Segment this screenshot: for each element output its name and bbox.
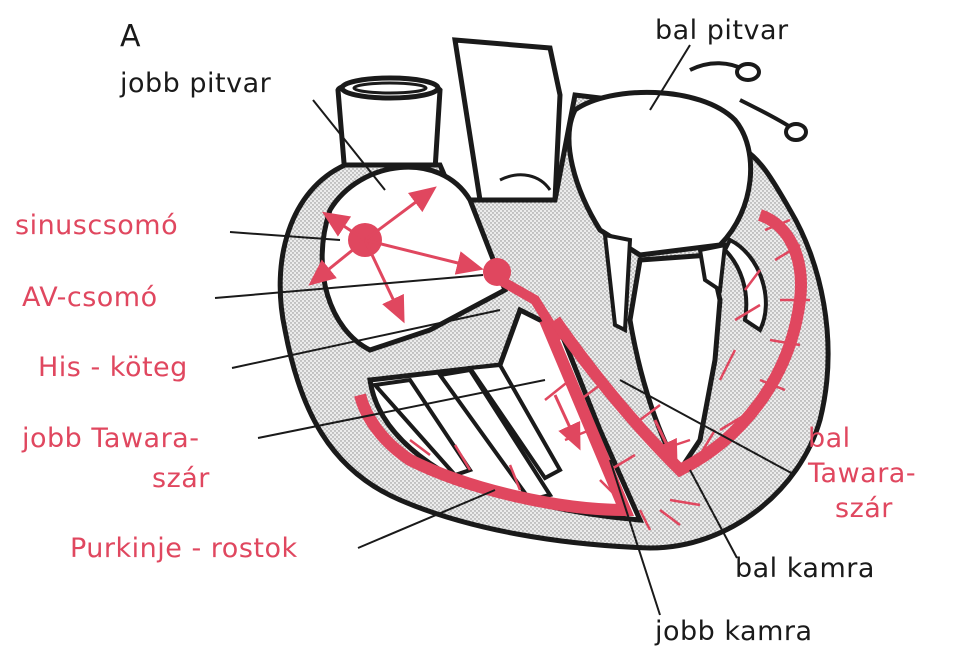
label-bal-kamra: bal kamra — [735, 555, 875, 582]
label-jobb-tawara-line1: jobb Tawara- — [22, 425, 199, 452]
label-jobb-kamra: jobb kamra — [655, 618, 813, 645]
label-sinuscsomo: sinuscsomó — [15, 212, 178, 239]
label-purkinje-rostok: Purkinje - rostok — [70, 535, 298, 562]
vena-cava — [338, 78, 440, 175]
label-bal-tawara-line1: bal — [808, 425, 851, 452]
label-bal-tawara-line3: szár — [835, 495, 893, 522]
panel-letter: A — [120, 22, 141, 52]
aorta — [455, 40, 560, 205]
label-his-koteg: His - köteg — [38, 354, 188, 381]
label-av-csomo: AV-csomó — [22, 284, 158, 311]
label-bal-tawara-line2: Tawara- — [808, 460, 916, 487]
label-bal-pitvar: bal pitvar — [655, 17, 789, 44]
label-jobb-pitvar: jobb pitvar — [120, 70, 271, 97]
label-jobb-tawara-line2: szár — [152, 465, 210, 492]
